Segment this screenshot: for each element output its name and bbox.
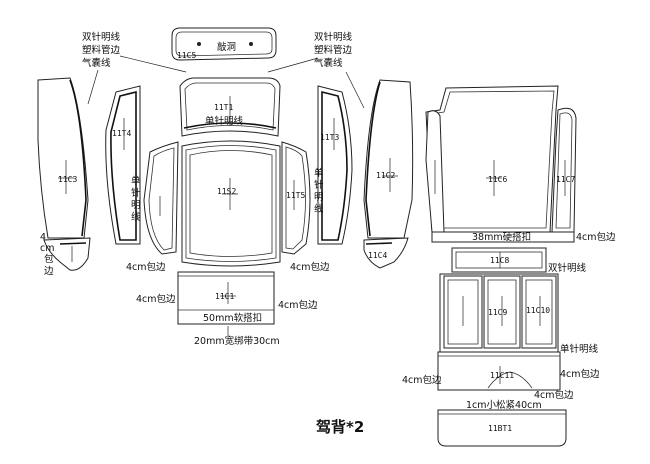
note-elastic: 1cm小松紧40cm [466,399,542,411]
hard-buckle-bar [431,231,575,243]
piece-label-11c6: 11C6 [488,175,507,184]
piece-11c4: 11C4 [363,237,409,269]
note-wrap-v-1: 4 [40,232,46,243]
piece-label-11t4: 11T4 [112,129,131,138]
note-wrap-h: 4cm包边 [534,389,574,401]
piece-11c8: 11C8 [451,247,547,273]
piece-label-11t1: 11T1 [214,103,233,112]
note-right-top-3: 气囊线 [314,57,343,69]
piece-label-11bt1: 11BT1 [488,424,512,433]
note-wrap-a: 4cm包边 [126,261,166,273]
piece-11t4: 11T4 [105,85,141,245]
note-wrap-g: 4cm包边 [560,368,600,380]
note-single-right-2: 针 [314,179,324,191]
piece-label-11c10: 11C10 [526,306,550,315]
piece-label-11c8: 11C8 [490,256,509,265]
note-belt: 20mm宽绑带30cm [194,335,280,347]
piece-11t3: 11T3 [317,85,353,245]
piece-label-11c9: 11C9 [488,308,507,317]
piece-label-11c7: 11C7 [556,175,575,184]
piece-label-11c1: 11C1 [215,292,234,301]
piece-11s2: 11S2 [181,140,281,267]
note-wrap-v-3: 包 [44,253,54,265]
note-left-top-1: 双针明线 [82,31,121,43]
piece-left-inner-bolster [143,141,179,255]
note-hard-buckle: 38mm硬搭扣 [472,231,531,243]
hole-left [197,42,201,46]
piece-11bt1: 11BT1 [437,409,567,447]
piece-label-11c11: 11C11 [490,371,514,380]
note-wrap-e: 4cm包边 [576,231,616,243]
note-single-left-2: 针 [131,187,141,199]
piece-11c5: 11C5 敲洞 [171,27,277,61]
piece-11c11: 11C11 [437,351,561,391]
piece-left-lower [43,237,91,271]
note-wrap-b: 4cm包边 [290,261,330,273]
note-wrap-v-2: cm [40,243,54,254]
leader-lines [87,55,365,336]
diagram-title: 驾背*2 [316,418,364,436]
note-wrap-d: 4cm包边 [278,299,318,311]
piece-label-11c4: 11C4 [368,251,387,260]
piece-label-11t5: 11T5 [286,191,305,200]
note-soft-buckle: 50mm软搭扣 [203,312,262,324]
note-left-top-2: 塑料管边 [82,44,121,56]
note-single-left-3: 明 [131,200,141,211]
piece-frame: 11C9 11C10 [439,273,559,353]
note-wrap-c: 4cm包边 [136,293,176,305]
note-single-left-1: 单 [131,175,141,187]
note-wrap-v-4: 边 [44,266,54,277]
note-left-top-3: 气囊线 [82,57,111,69]
single-stitch-note: 单针明线 [205,115,244,127]
annotations: 双针明线 塑料管边 气囊线 双针明线 塑料管边 气囊线 单 针 明 线 单 针 … [40,31,616,436]
note-single-stitch-b: 单针明线 [560,343,599,355]
note-wrap-f: 4cm包边 [402,374,442,386]
note-single-right-4: 线 [314,203,324,215]
piece-11c3: 11C3 [37,77,89,239]
piece-label-11c2: 11C2 [376,171,395,180]
piece-label-11t3: 11T3 [320,133,339,142]
note-single-right-1: 单 [314,167,324,179]
note-single-left-4: 线 [131,211,141,223]
hole-right [249,42,253,46]
note-right-top-1: 双针明线 [314,31,353,43]
piece-11t5: 11T5 [281,141,311,255]
hole-note: 敲洞 [217,41,236,53]
piece-11c1: 11C1 [177,271,275,325]
note-double-stitch: 双针明线 [548,262,587,274]
piece-11c2: 11C2 [363,79,414,239]
note-right-top-2: 塑料管边 [314,44,353,56]
piece-label-11s2: 11S2 [217,187,236,196]
piece-11c7: 11C7 [551,107,577,233]
piece-label-11c3: 11C3 [58,175,77,184]
piece-11t1: 11T1 单针明线 [179,77,281,137]
note-single-right-3: 明 [314,192,324,203]
piece-label-11c5: 11C5 [177,51,196,60]
piece-11c6: 11C6 [425,85,559,233]
